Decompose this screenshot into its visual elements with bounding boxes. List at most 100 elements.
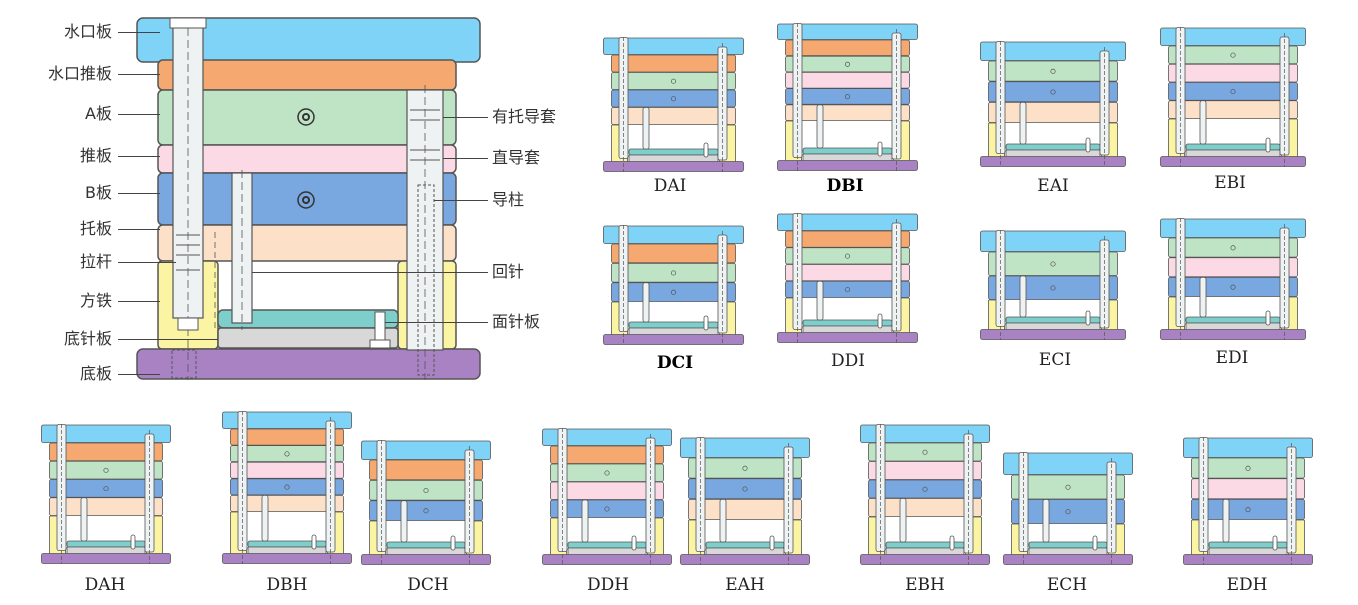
locating-mark xyxy=(670,78,677,84)
return-pin xyxy=(1019,101,1027,145)
return-pin xyxy=(719,498,727,543)
locating-mark xyxy=(670,96,677,102)
locating-mark xyxy=(1050,89,1056,95)
label-sprue-stripper-plate: 水口推板 xyxy=(47,64,112,83)
label-shoulder-bushing: 有托导套 xyxy=(492,107,557,126)
ejector-screw xyxy=(949,535,955,551)
return-pin xyxy=(1199,100,1207,145)
ejector-screw xyxy=(1085,310,1091,326)
caption-dch: DCH xyxy=(407,575,449,595)
label-a-plate: A板 xyxy=(85,104,112,123)
locating-mark xyxy=(1230,284,1236,290)
plate-stripper-plate xyxy=(785,264,910,282)
ejector-screw xyxy=(311,534,317,550)
plate-sprue-plate xyxy=(860,424,990,443)
locating-mark xyxy=(1245,507,1251,513)
clamping-plate xyxy=(1183,554,1313,565)
plate-sprue-stripper-plate xyxy=(550,445,664,464)
plate-sprue-plate xyxy=(680,437,810,458)
return-pin xyxy=(581,499,589,543)
plate-support-plate xyxy=(611,107,736,125)
thumbnail-eai xyxy=(980,41,1126,167)
clamping-plate xyxy=(1003,554,1133,565)
thumbnail-ech-drawing xyxy=(1003,452,1133,565)
plate-sprue-plate xyxy=(777,23,918,40)
plate-a-plate xyxy=(988,251,1118,276)
locating-mark xyxy=(423,487,429,494)
locating-mark xyxy=(1050,68,1056,74)
thumbnail-dci xyxy=(603,225,744,345)
locating-mark xyxy=(604,506,610,512)
locating-mark xyxy=(423,508,429,514)
thumbnail-ddi xyxy=(777,213,918,343)
thumbnail-dci-drawing xyxy=(603,225,744,345)
locating-mark xyxy=(284,451,290,457)
thumbnail-ddh xyxy=(542,428,672,565)
plate-a-plate xyxy=(611,72,736,90)
clamping-plate xyxy=(603,334,744,345)
plate-a-plate xyxy=(611,262,736,283)
locating-mark xyxy=(1230,245,1236,251)
locating-mark xyxy=(284,484,290,490)
plate-sprue-stripper-plate xyxy=(369,459,483,481)
plate-sprue-plate xyxy=(980,41,1126,61)
plate-sprue-stripper-plate xyxy=(611,243,736,264)
plate-b-plate xyxy=(988,81,1118,103)
locating-mark xyxy=(844,61,851,67)
ejector-screw xyxy=(1265,137,1271,153)
plate-b-plate xyxy=(49,479,163,498)
locating-mark xyxy=(922,449,928,455)
thumbnail-ddi-drawing xyxy=(777,213,918,343)
locating-mark xyxy=(1230,52,1236,58)
thumbnail-ech xyxy=(1003,452,1133,565)
locating-mark xyxy=(604,470,610,476)
plate-b-plate xyxy=(611,282,736,302)
thumbnail-dch-drawing xyxy=(361,440,491,565)
locating-mark xyxy=(844,287,851,293)
plate-sprue-stripper-plate xyxy=(230,428,344,446)
clamping-plate xyxy=(777,332,918,343)
thumbnail-dai xyxy=(603,37,744,172)
clamping-plate xyxy=(777,160,918,171)
return-pin xyxy=(400,500,408,543)
ejector-screw xyxy=(130,534,136,550)
clamping-plate xyxy=(860,554,990,565)
locating-mark xyxy=(742,465,748,471)
return-pin xyxy=(261,495,269,542)
clamping-plate xyxy=(542,554,672,565)
caption-ddh: DDH xyxy=(586,575,630,595)
plate-a-plate xyxy=(868,442,982,462)
label-ejector-retainer-plate: 底针板 xyxy=(63,329,112,348)
label-sprue-plate: 水口板 xyxy=(63,22,112,41)
label-clamping-plate: 底板 xyxy=(79,364,112,383)
caption-ebi: EBI xyxy=(1214,173,1246,193)
clamping-plate-shape xyxy=(136,348,481,380)
locating-mark xyxy=(670,270,677,276)
label-spacer-block: 方铁 xyxy=(79,291,112,310)
label-guide-pillar: 导柱 xyxy=(492,190,525,209)
plate-sprue-plate xyxy=(777,213,918,231)
thumbnail-dai-drawing xyxy=(603,37,744,172)
clamping-plate xyxy=(1160,329,1306,340)
plate-stripper-plate xyxy=(550,481,664,500)
thumbnail-dah xyxy=(41,424,171,564)
locating-mark-b-plate xyxy=(297,191,315,209)
locating-mark xyxy=(103,467,109,473)
plate-b-plate xyxy=(785,88,910,105)
plate-support-plate xyxy=(785,104,910,121)
return-pin xyxy=(1019,275,1027,318)
plate-a-plate xyxy=(1011,474,1125,500)
plate-b-plate xyxy=(1168,276,1298,297)
label-ejector-plate: 面针板 xyxy=(492,312,541,331)
plate-a-plate xyxy=(1168,45,1298,65)
return-pin xyxy=(642,282,650,323)
thumbnail-ddh-drawing xyxy=(542,428,672,565)
plate-sprue-plate xyxy=(1183,437,1313,458)
caption-ech: ECH xyxy=(1046,575,1088,595)
label-support-plate: 托板 xyxy=(79,219,112,238)
plate-sprue-stripper-plate xyxy=(785,39,910,57)
locating-mark xyxy=(103,486,109,492)
label-tie-rod: 拉杆 xyxy=(79,252,112,271)
ejector-screw xyxy=(1092,535,1098,551)
ejector-screw xyxy=(1265,310,1271,326)
